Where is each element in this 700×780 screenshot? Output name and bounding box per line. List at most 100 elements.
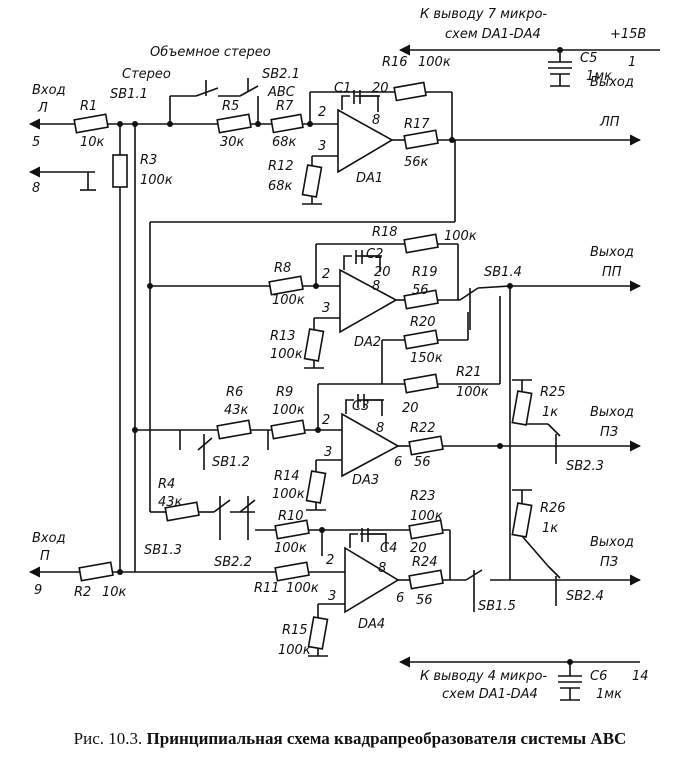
switches	[195, 78, 561, 612]
r19-label: R19	[412, 265, 438, 280]
da3-pin8: 8	[376, 421, 384, 436]
da2-label: DA2	[354, 335, 381, 350]
r13-value: 100к	[270, 347, 303, 362]
r23-label: R23	[410, 489, 436, 504]
supply-capacitors	[548, 61, 582, 683]
sb13-label: SB1.3	[144, 543, 182, 558]
da2-pin3: 3	[322, 301, 330, 316]
r2-value: 10к	[102, 585, 127, 600]
r17-label: R17	[404, 117, 430, 132]
r15-label: R15	[282, 623, 308, 638]
ground-symbols	[302, 73, 580, 701]
r12-value: 68к	[268, 179, 293, 194]
sb14-label: SB1.4	[484, 265, 522, 280]
r18-value: 100к	[444, 229, 477, 244]
out-pp-line2: ПП	[602, 265, 622, 280]
resistors	[73, 81, 533, 650]
r26-value: 1к	[542, 521, 558, 536]
r1-value: 10к	[80, 135, 105, 150]
c5-value: 1мк	[586, 69, 612, 84]
out-lz-line1: Выход	[590, 405, 634, 420]
r16-value: 100к	[418, 55, 451, 70]
pin14-label: 14	[632, 669, 649, 684]
r25-label: R25	[540, 385, 566, 400]
c6-label: C6	[590, 669, 607, 684]
r5-label: R5	[222, 99, 239, 114]
r9-label: R9	[276, 385, 293, 400]
r22-value: 56	[414, 455, 431, 470]
r6-value: 43к	[224, 403, 249, 418]
r4-value: 43к	[158, 495, 183, 510]
r3-label: R3	[140, 153, 157, 168]
da4-pin8: 8	[378, 561, 386, 576]
c4-label: C4	[380, 541, 397, 556]
compensation-capacitors	[341, 90, 387, 550]
input-left-line1: Вход	[32, 83, 66, 98]
da1-pin8: 8	[372, 113, 380, 128]
sb12-label: SB1.2	[212, 455, 250, 470]
sb23-label: SB2.3	[566, 459, 604, 474]
sb22-label: SB2.2	[214, 555, 252, 570]
r23-value: 100к	[410, 509, 443, 524]
r13-label: R13	[270, 329, 296, 344]
da1-pin2: 2	[318, 105, 326, 120]
r8-value: 100к	[272, 293, 305, 308]
input-left-line2: Л	[37, 101, 48, 116]
pin1-label: 1	[628, 55, 636, 70]
figure-caption: Рис. 10.3. Принципиальная схема квадрапр…	[20, 728, 680, 750]
pin5-label: 5	[32, 135, 40, 150]
input-right-line2: П	[40, 549, 50, 564]
r10-label: R10	[278, 509, 304, 524]
da4-label: DA4	[358, 617, 385, 632]
supply-bot-line1: К выводу 4 микро-	[420, 669, 547, 684]
pin8-label: 8	[32, 181, 40, 196]
c2-label: C2	[366, 247, 383, 262]
r24-label: R24	[412, 555, 438, 570]
r20-label: R20	[410, 315, 436, 330]
c1-label: C1	[334, 81, 351, 96]
r25-value: 1к	[542, 405, 558, 420]
r21-value: 100к	[456, 385, 489, 400]
r1-label: R1	[80, 99, 97, 114]
r14-value: 100к	[272, 487, 305, 502]
r11-label: R11	[254, 581, 280, 596]
stereo-label: Стерео	[122, 67, 171, 82]
plus15-label: +15В	[610, 27, 646, 42]
out-pz-line2: ПЗ	[600, 555, 618, 570]
out-lp-line1: Выход	[590, 75, 634, 90]
r7-value: 68к	[272, 135, 297, 150]
input-right-line1: Вход	[32, 531, 66, 546]
sb11-label: SB1.1	[110, 87, 148, 102]
c5-label: C5	[580, 51, 597, 66]
c2-pin20: 20	[374, 265, 391, 280]
r8-label: R8	[274, 261, 291, 276]
sb21-label: SB2.1	[262, 67, 300, 82]
sb24-label: SB2.4	[566, 589, 604, 604]
r22-label: R22	[410, 421, 436, 436]
r9-value: 100к	[272, 403, 305, 418]
out-pp-line1: Выход	[590, 245, 634, 260]
out-lp-line2: ЛП	[599, 115, 620, 130]
r11-value: 100к	[286, 581, 319, 596]
wires	[28, 44, 660, 676]
da4-pin2: 2	[326, 553, 334, 568]
da3-pin3: 3	[324, 445, 332, 460]
c3-pin20: 20	[402, 401, 419, 416]
r24-value: 56	[416, 593, 433, 608]
labels: К выводу 7 микро- схем DA1-DA4 +15В 1 C5…	[32, 7, 649, 702]
volumetric-stereo-label: Объемное стерео	[150, 45, 271, 60]
da3-label: DA3	[352, 473, 379, 488]
caption-text: Принципиальная схема квадрапреобразовате…	[146, 729, 627, 748]
r17-value: 56к	[404, 155, 429, 170]
da2-pin8: 8	[372, 279, 380, 294]
c1-pin20: 20	[372, 81, 389, 96]
out-lz-line2: ПЗ	[600, 425, 618, 440]
supply-top-line1: К выводу 7 микро-	[420, 7, 547, 22]
r18-label: R18	[372, 225, 398, 240]
da2-pin2: 2	[322, 267, 330, 282]
sb15-label: SB1.5	[478, 599, 516, 614]
c4-pin20: 20	[410, 541, 427, 556]
r26-label: R26	[540, 501, 566, 516]
c3-label: C3	[352, 399, 369, 414]
r7-label: R7	[276, 99, 294, 114]
